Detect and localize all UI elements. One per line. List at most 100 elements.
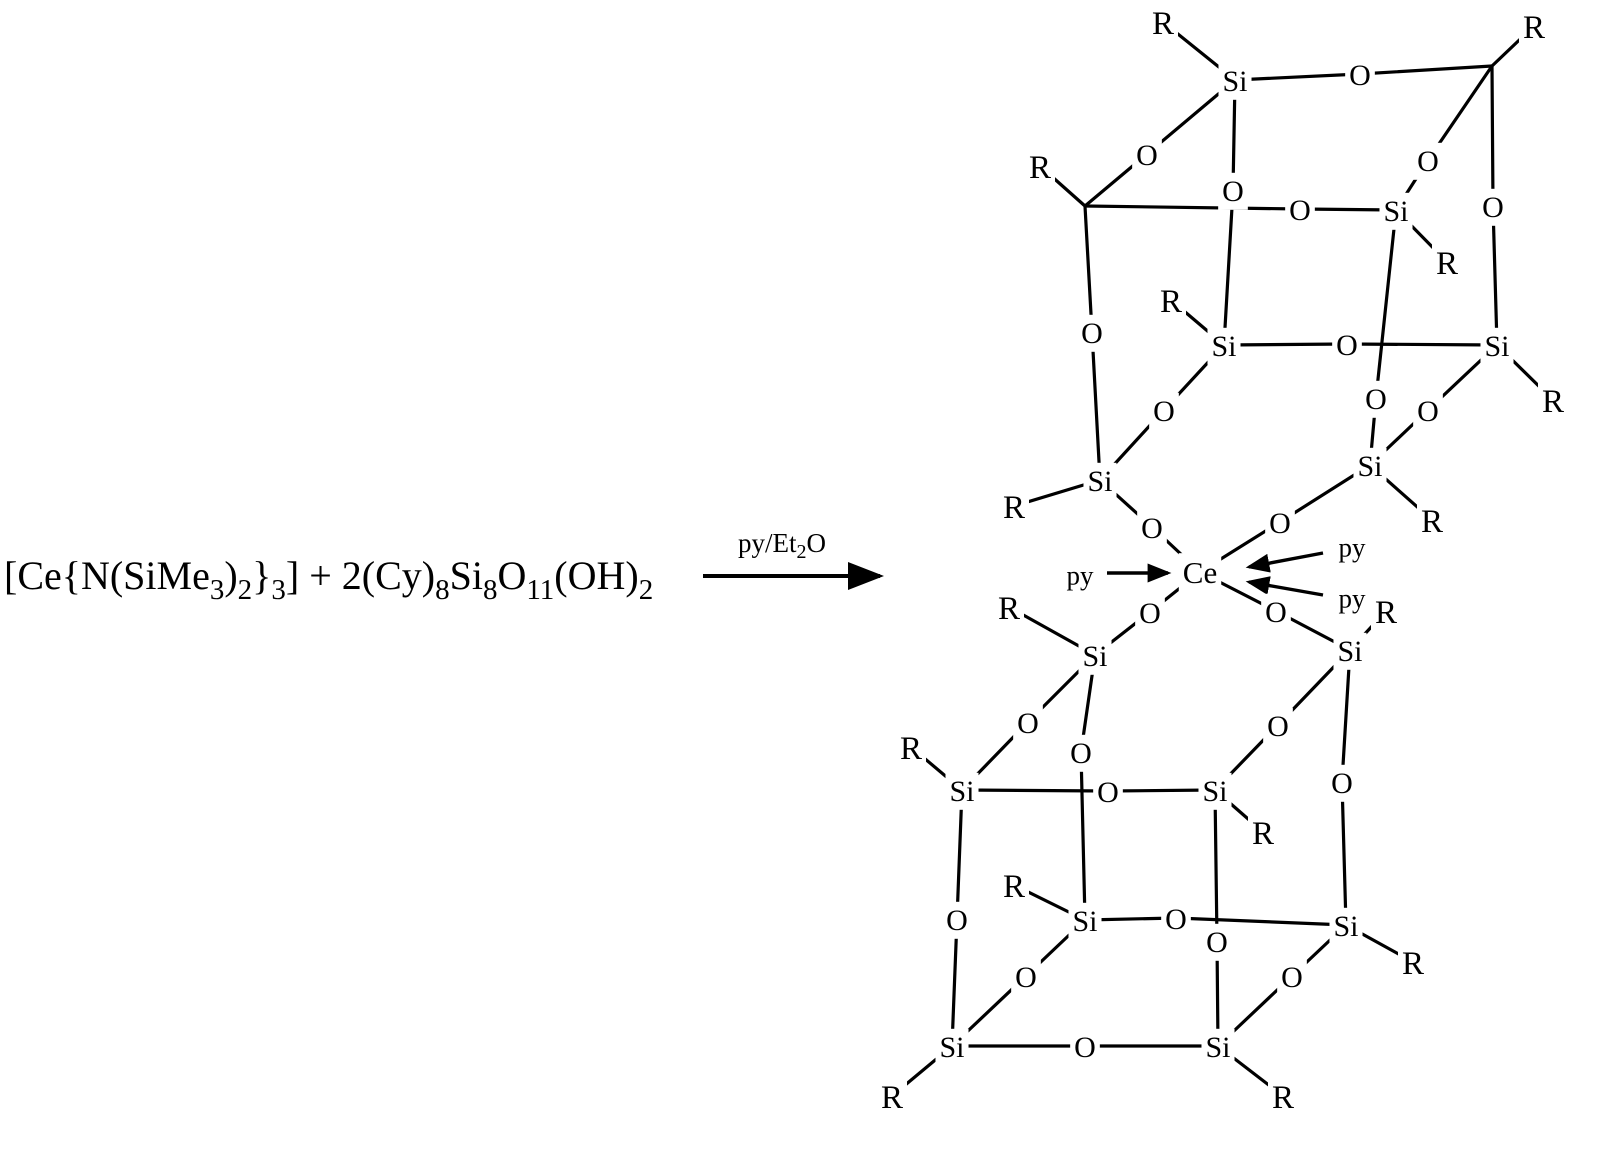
atom-label-si: Si xyxy=(1337,635,1362,668)
bond xyxy=(1490,64,1495,208)
atom-label-o: O xyxy=(1074,1031,1096,1064)
label-halo xyxy=(1263,707,1293,745)
bond xyxy=(1079,750,1087,922)
label-halo xyxy=(1478,188,1508,226)
dative-bond-arrows xyxy=(1107,551,1324,597)
bond xyxy=(1222,342,1349,347)
atom-label-py: py xyxy=(1339,584,1367,614)
atom-label-r: R xyxy=(881,1080,903,1116)
label-halo xyxy=(1218,172,1248,210)
bond xyxy=(1213,788,1219,943)
atom-label-o: O xyxy=(1289,194,1311,227)
label-halo xyxy=(1066,734,1096,772)
atom-label-o: O xyxy=(1081,317,1103,350)
atom-label-o: O xyxy=(1139,597,1161,630)
label-halo xyxy=(1397,943,1429,984)
atom-label-o: O xyxy=(1365,383,1387,416)
bond xyxy=(1106,788,1217,793)
bond xyxy=(960,788,1110,793)
atom-label-o: O xyxy=(1482,191,1504,224)
atom-label-si: Si xyxy=(1202,775,1227,808)
label-halo xyxy=(1329,907,1363,945)
bond xyxy=(1358,64,1494,76)
label-halo xyxy=(1416,501,1448,542)
atom-label-r: R xyxy=(1542,384,1564,420)
label-halo xyxy=(1070,1028,1100,1066)
atom-label-r: R xyxy=(1523,10,1545,46)
label-halo xyxy=(1413,142,1443,180)
bond xyxy=(1491,204,1499,347)
atom-label-si: Si xyxy=(1484,330,1509,363)
atom-label-o: O xyxy=(1331,767,1353,800)
atom-label-py: py xyxy=(1067,561,1095,591)
atom-label-o: O xyxy=(1017,707,1039,740)
atom-label-si: Si xyxy=(1222,65,1247,98)
bond xyxy=(955,788,964,921)
atom-label-o: O xyxy=(946,904,968,937)
label-halo xyxy=(1431,243,1463,284)
atom-label-ce: Ce xyxy=(1183,555,1217,590)
atom-label-r: R xyxy=(1160,284,1182,320)
bond xyxy=(1374,208,1398,400)
atom-label-o: O xyxy=(1269,507,1291,540)
label-halo xyxy=(1137,509,1167,547)
bond xyxy=(1090,330,1102,482)
bond xyxy=(1222,188,1235,347)
label-halo xyxy=(1068,902,1102,940)
atom-label-o: O xyxy=(1281,961,1303,994)
label-halo xyxy=(1093,773,1123,811)
label-halo xyxy=(1161,900,1191,938)
atom-label-r: R xyxy=(1152,6,1174,42)
label-halo xyxy=(1077,314,1107,352)
label-halo xyxy=(1198,772,1232,810)
label-halo xyxy=(1353,447,1387,485)
label-halo xyxy=(1147,3,1179,44)
atom-label-r: R xyxy=(1003,490,1025,526)
atom-label-r: R xyxy=(1272,1080,1294,1116)
atom-label-o: O xyxy=(1165,903,1187,936)
label-halo xyxy=(1011,958,1041,996)
bond xyxy=(950,917,959,1048)
label-halo xyxy=(1078,637,1112,675)
atom-label-o: O xyxy=(1417,395,1439,428)
bond xyxy=(1233,72,1362,82)
atom-label-r: R xyxy=(1003,869,1025,905)
label-halo xyxy=(1345,56,1375,94)
label-halo xyxy=(1285,191,1315,229)
label-halo xyxy=(1132,136,1162,174)
atom-label-o: O xyxy=(1153,395,1175,428)
label-halos xyxy=(876,3,1569,1118)
label-halo xyxy=(1247,813,1279,854)
label-halo xyxy=(1013,704,1043,742)
label-halo xyxy=(1201,1028,1235,1066)
label-halo xyxy=(1083,462,1117,500)
atom-label-o: O xyxy=(1336,329,1358,362)
atom-label-r: R xyxy=(1029,150,1051,186)
label-halo xyxy=(1413,392,1443,430)
label-halo xyxy=(1062,558,1098,593)
atom-label-r: R xyxy=(1402,946,1424,982)
reactant-formula: [Ce{N(SiMe3)2}3] + 2(Cy)8Si8O11(OH)2 xyxy=(4,553,653,606)
label-halo xyxy=(1361,380,1391,418)
label-halo xyxy=(1277,958,1307,996)
label-halo xyxy=(1480,327,1514,365)
atom-label-o: O xyxy=(1136,139,1158,172)
label-halo xyxy=(1202,923,1232,961)
atom-label-r: R xyxy=(900,731,922,767)
label-halo xyxy=(1333,632,1367,670)
atom-label-si: Si xyxy=(1357,450,1382,483)
bond xyxy=(1340,780,1348,927)
label-halo xyxy=(998,866,1030,907)
label-halo xyxy=(1155,281,1187,322)
atom-label-o: O xyxy=(1097,776,1119,809)
atom-label-r: R xyxy=(1436,246,1458,282)
label-halo xyxy=(1267,1077,1299,1118)
label-halo xyxy=(876,1077,908,1118)
atom-label-si: Si xyxy=(1082,640,1107,673)
atom-label-si: Si xyxy=(939,1031,964,1064)
dative-arrow xyxy=(1245,551,1324,573)
bond xyxy=(1340,648,1352,784)
bond xyxy=(1083,204,1302,211)
atom-label-o: O xyxy=(1265,596,1287,629)
